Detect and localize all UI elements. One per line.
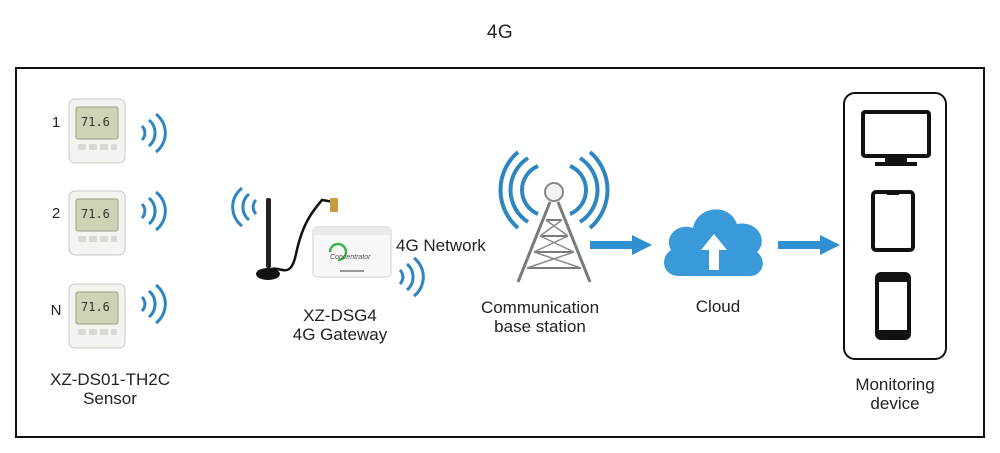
signal-waves-icon — [138, 112, 172, 159]
gateway-label-line1: XZ-DSG4 — [303, 306, 377, 325]
sensor-label: XZ-DS01-TH2C Sensor — [20, 370, 200, 408]
network-label: 4G Network — [396, 236, 486, 255]
sensor-display-n: 71.6 — [81, 300, 110, 314]
phone-icon — [875, 272, 911, 345]
signal-waves-icon — [138, 283, 172, 330]
diagram-title: 4G — [486, 22, 514, 43]
monitoring-devices-box — [843, 92, 947, 360]
monitoring-label-line1: Monitoring — [855, 375, 935, 394]
base-station-label: Communication base station — [455, 298, 625, 336]
antenna-icon — [250, 194, 350, 291]
arrow-right-icon — [590, 235, 652, 260]
cloud-label: Cloud — [695, 297, 741, 316]
sensor-index-1: 1 — [51, 114, 61, 131]
sensor-display-2: 71.6 — [81, 207, 110, 221]
arrow-right-icon — [778, 235, 840, 260]
signal-waves-icon — [138, 190, 172, 237]
gateway-device-text: Concentrator — [330, 254, 371, 261]
base-station-label-line1: Communication — [480, 298, 600, 317]
sensor-device-2: 71.6 — [68, 190, 126, 256]
sensor-index-n: N — [50, 302, 62, 319]
monitoring-label-line2: device — [870, 394, 920, 413]
tower-icon — [494, 150, 614, 293]
signal-waves-icon — [396, 256, 430, 303]
sensor-device-n: 71.6 — [68, 283, 126, 349]
monitor-icon — [861, 110, 931, 173]
sensor-label-line2: Sensor — [83, 389, 137, 408]
diagram-frame — [15, 67, 985, 438]
gateway-label-line2: 4G Gateway — [292, 325, 388, 344]
monitoring-label: Monitoring device — [830, 375, 960, 413]
sensor-index-2: 2 — [51, 205, 61, 222]
sensor-device-1: 71.6 — [68, 98, 126, 164]
gateway-label: XZ-DSG4 4G Gateway — [265, 306, 415, 344]
tablet-icon — [871, 190, 915, 257]
sensor-label-line1: XZ-DS01-TH2C — [50, 370, 170, 389]
gateway-device: Concentrator — [312, 226, 392, 278]
cloud-icon — [657, 196, 769, 285]
base-station-label-line2: base station — [494, 317, 586, 336]
signal-waves-icon — [228, 186, 260, 233]
sensor-display-1: 71.6 — [81, 115, 110, 129]
